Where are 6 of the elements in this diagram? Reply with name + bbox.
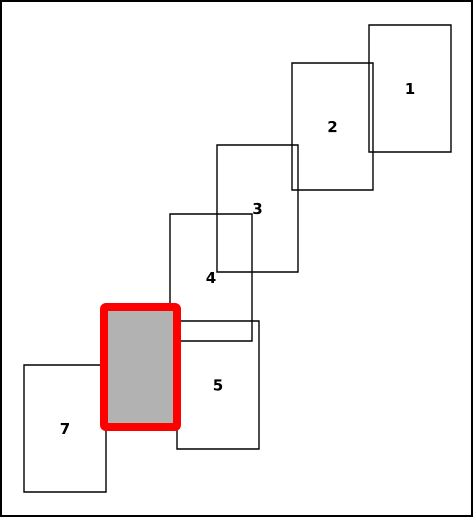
numbered-box: 1 — [368, 24, 452, 153]
numbered-box: 2 — [291, 62, 374, 191]
numbered-box: 7 — [23, 364, 107, 493]
numbered-box: 3 — [216, 144, 299, 273]
highlighted-box — [100, 303, 181, 431]
numbered-box: 5 — [176, 320, 260, 450]
